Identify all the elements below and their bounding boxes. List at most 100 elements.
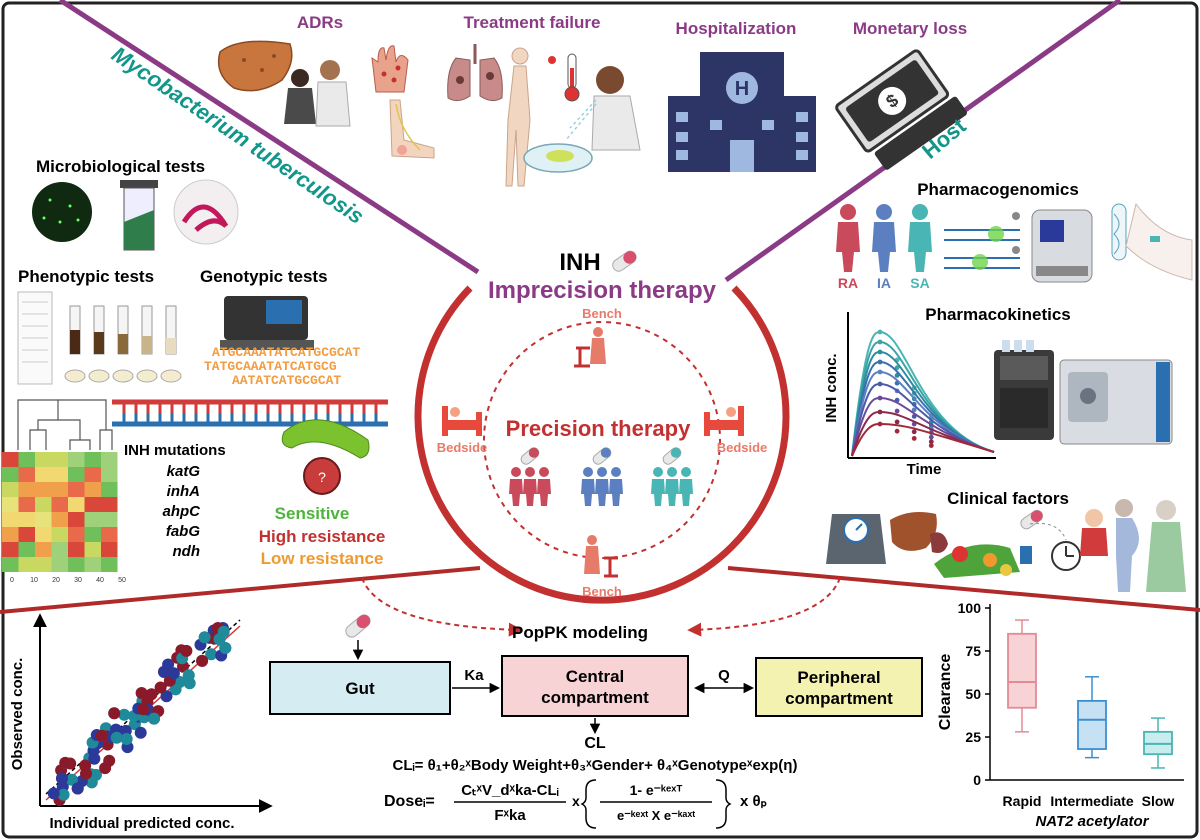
ia-person-icon [872, 204, 896, 272]
inner-denominator: e⁻ᵏᵉˣᵗ X e⁻ᵏᵃˣᵗ [617, 808, 695, 823]
petri-dish-icon [523, 143, 593, 173]
bed-left-icon [442, 406, 482, 436]
dose-times: x [572, 793, 580, 809]
genotypic-title: Genotypic tests [200, 267, 328, 286]
scatter-point [167, 667, 180, 680]
patient-icon [581, 467, 595, 506]
heatmap-cell [18, 527, 35, 542]
patient-icon [523, 467, 537, 506]
scatter-point [56, 772, 68, 785]
right-dashed-arrow [687, 577, 841, 637]
svg-text:TATGCAAATATCATGCG: TATGCAAATATCATGCG [204, 359, 337, 374]
boxplot-category-label: Intermediate [1050, 793, 1133, 809]
pk-point [877, 359, 883, 365]
pk-point [911, 436, 917, 441]
pk-point [877, 395, 883, 401]
pk-curve [851, 422, 995, 457]
patient-icon [665, 467, 679, 506]
pk-ylabel: INH conc. [823, 353, 840, 422]
red-divider-left [0, 566, 481, 614]
sick-people-icon [284, 60, 351, 127]
svg-text:?: ? [318, 469, 326, 485]
gut-pill-icon [345, 614, 371, 638]
dna-helix-icon [112, 399, 388, 427]
pk-point [877, 421, 883, 427]
pk-point [894, 408, 900, 414]
inner-numerator: 1- e⁻ᵏᵉˣᵀ [630, 782, 683, 798]
drug-interaction-icon [1020, 522, 1067, 564]
scatter-point [135, 687, 148, 699]
pcr-strand-icon [944, 212, 1020, 270]
ia-label: IA [877, 275, 891, 291]
theta-p: x θₚ [740, 793, 767, 810]
heatmap-cell [51, 542, 68, 557]
boxplot-box-rapid [1007, 619, 1037, 733]
scatter-point [120, 733, 133, 745]
scatter-point [103, 754, 116, 767]
heatmap-x-ticks: 0 10 20 30 40 50 [10, 577, 126, 584]
scatter-point [137, 703, 150, 716]
central-label-1: Central [566, 667, 625, 686]
money-bill-icon: $ [835, 49, 967, 170]
sensitive-label: Sensitive [275, 504, 350, 523]
outer-circle-arc [414, 285, 790, 604]
scatter-point [118, 708, 131, 721]
sa-label: SA [910, 275, 929, 291]
svg-text:20: 20 [52, 577, 60, 584]
question-badge: ? [303, 457, 341, 495]
pharmacogenomics-title: Pharmacogenomics [917, 180, 1079, 199]
rash-hand-icon [371, 45, 409, 93]
heatmap-cell [35, 527, 52, 542]
researcher-bottom-icon [584, 535, 618, 578]
scatter-point [154, 681, 167, 694]
heatmap-cell [84, 527, 101, 542]
heatmap-cell [35, 542, 52, 557]
ra-person-icon [836, 204, 860, 272]
ra-label: RA [838, 275, 858, 291]
svg-text:ATGCAAATATCATGCGCAT: ATGCAAATATCATGCGCAT [212, 345, 360, 360]
scatter-point [219, 642, 232, 654]
heatmap-cell [84, 482, 101, 497]
q-label: Q [718, 667, 730, 684]
heatmap-cell [84, 467, 101, 482]
pk-point [877, 349, 883, 355]
heatmap-cell [18, 512, 35, 527]
scatter-point [65, 773, 78, 786]
pk-point [877, 369, 883, 375]
dose-numerator: CₜˣV_dˣka-CLᵢ [461, 782, 559, 799]
scatter-fit-line [45, 619, 241, 795]
right-brace [715, 779, 732, 829]
scatter-point [198, 631, 211, 644]
monetary-loss-label: Monetary loss [853, 19, 967, 38]
heatmap-cell [35, 452, 52, 467]
heatmap-cell [2, 452, 19, 467]
heatmap-cell [18, 497, 35, 512]
dose-lhs: Doseᵢ= [384, 793, 435, 810]
heatmap-cell [18, 542, 35, 557]
boxplot-category-label: Rapid [1003, 793, 1042, 809]
liver-kidney-icon [890, 512, 948, 553]
svg-text:40: 40 [96, 577, 104, 584]
cl-equation: CLᵢ= θ₁+θ₂ˣBody Weight+θ₃ˣGender+ θ₄ˣGen… [393, 757, 798, 774]
heatmap-cell [68, 482, 85, 497]
microscopy-green-icon [32, 182, 92, 242]
inner-dashed-circle [483, 321, 721, 559]
lungs-icon [447, 44, 503, 102]
group-pill-icon [662, 447, 682, 465]
heatmap-cell [2, 482, 19, 497]
clock-icon [1051, 541, 1081, 571]
heatmap-cell [68, 542, 85, 557]
foot-nerve-icon [389, 99, 435, 159]
scatter-point [158, 665, 170, 678]
heatmap-cell [2, 512, 19, 527]
peripheral-label-1: Peripheral [797, 668, 880, 687]
bench-bottom-label: Bench [582, 584, 622, 599]
pk-point [877, 339, 883, 345]
pk-point [894, 365, 900, 371]
svg-text:AATATCATGCGCAT: AATATCATGCGCAT [232, 373, 341, 388]
gene-inha: inhA [167, 483, 200, 500]
popk-title: PopPK modeling [512, 623, 648, 642]
pk-point [877, 329, 883, 335]
